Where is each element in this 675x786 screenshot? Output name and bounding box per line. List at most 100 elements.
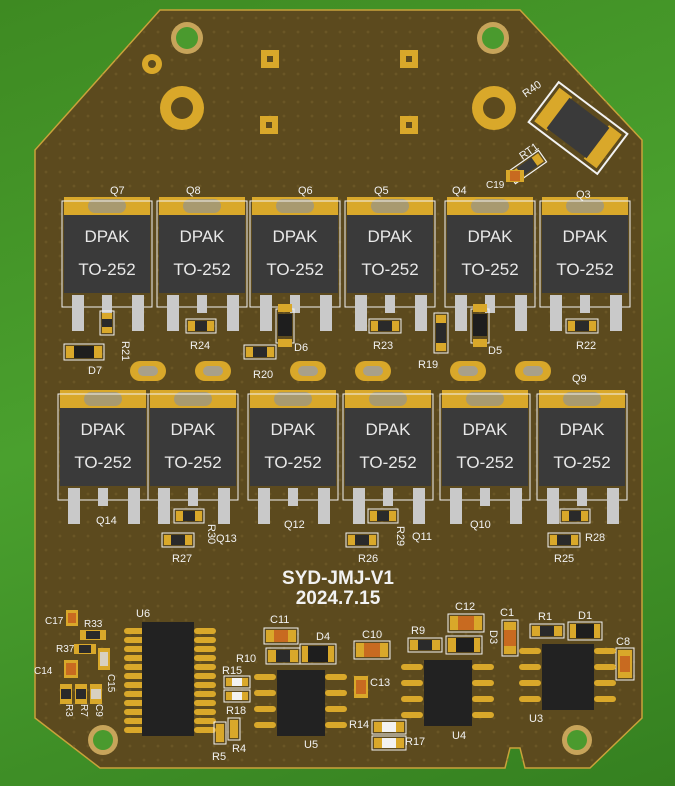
label-q5: Q5 xyxy=(374,185,389,197)
r9-resistor xyxy=(407,637,443,653)
mosfet-package-label: DPAK xyxy=(562,227,608,246)
label-r33: R33 xyxy=(84,619,103,630)
mounting-hole-bottom-right xyxy=(562,725,592,755)
label-r4: R4 xyxy=(232,743,246,755)
label-c1: C1 xyxy=(500,607,514,619)
mosfet-package-label: DPAK xyxy=(84,227,130,246)
mosfet-case-label: TO-252 xyxy=(74,453,131,472)
mosfet-case-label: TO-252 xyxy=(553,453,610,472)
board-date: 2024.7.15 xyxy=(296,588,381,609)
label-u3: U3 xyxy=(529,713,543,725)
label-q10: Q10 xyxy=(470,519,491,531)
label-r17: R17 xyxy=(405,736,425,748)
r27-resistor xyxy=(161,532,195,548)
label-r21: R21 xyxy=(119,341,131,361)
r26-resistor xyxy=(345,532,379,548)
c17-capacitor xyxy=(66,610,78,626)
label-r27: R27 xyxy=(172,553,192,565)
mosfet-q4: DPAK TO-252 xyxy=(444,197,536,331)
label-u5: U5 xyxy=(304,739,318,751)
label-q8: Q8 xyxy=(186,185,201,197)
label-q9: Q9 xyxy=(572,373,587,385)
mosfet-package-label: DPAK xyxy=(467,227,513,246)
r40-shunt-resistor xyxy=(527,80,629,176)
c19-capacitor xyxy=(506,170,524,182)
r20-resistor xyxy=(243,344,277,360)
d4-diode xyxy=(299,643,337,665)
c9-capacitor xyxy=(90,684,102,704)
mosfet-package-label: DPAK xyxy=(559,420,605,439)
mosfet-package-label: DPAK xyxy=(272,227,318,246)
r10-resistor xyxy=(265,647,301,665)
mosfet-case-label: TO-252 xyxy=(164,453,221,472)
label-q14: Q14 xyxy=(96,515,117,527)
label-c19: C19 xyxy=(486,180,505,191)
r29-resistor xyxy=(367,508,399,524)
label-d5: D5 xyxy=(488,345,502,357)
mounting-hole-top-right xyxy=(477,22,509,54)
r1-resistor xyxy=(529,623,565,639)
label-c13: C13 xyxy=(370,677,390,689)
power-pad-right xyxy=(472,86,516,130)
label-r7: R7 xyxy=(78,704,89,717)
label-r26: R26 xyxy=(358,553,378,565)
mosfet-package-label: DPAK xyxy=(179,227,225,246)
c15-capacitor xyxy=(98,648,110,670)
d1-diode xyxy=(567,621,603,641)
power-pad-left xyxy=(160,86,204,130)
label-r9: R9 xyxy=(411,625,425,637)
u6-ic xyxy=(124,622,216,736)
label-c9: C9 xyxy=(93,704,104,717)
c1-capacitor xyxy=(501,619,519,657)
label-r22: R22 xyxy=(576,340,596,352)
label-q7: Q7 xyxy=(110,185,125,197)
mosfet-q9: DPAK TO-252 xyxy=(536,390,628,524)
r5-resistor xyxy=(213,721,227,745)
mosfet-case-label: TO-252 xyxy=(264,453,321,472)
label-c8: C8 xyxy=(616,636,630,648)
label-r5: R5 xyxy=(212,751,226,763)
label-d1: D1 xyxy=(578,610,592,622)
r22-resistor xyxy=(565,318,599,334)
label-q3: Q3 xyxy=(576,189,591,201)
label-r19: R19 xyxy=(418,359,438,371)
u4-ic xyxy=(401,660,494,726)
label-r37: R37 xyxy=(56,644,75,655)
r3-resistor xyxy=(60,684,72,704)
mosfet-case-label: TO-252 xyxy=(173,260,230,279)
r33-resistor xyxy=(80,630,106,640)
r30-resistor xyxy=(173,508,205,524)
r18-resistor xyxy=(223,689,251,703)
label-u4: U4 xyxy=(452,730,466,742)
d5-diode xyxy=(470,304,490,347)
label-d3: D3 xyxy=(487,630,499,644)
label-d4: D4 xyxy=(316,631,330,643)
mounting-hole-bottom-left xyxy=(88,725,118,755)
label-q11: Q11 xyxy=(412,531,432,543)
mosfet-package-label: DPAK xyxy=(170,420,216,439)
mounting-hole-top-left xyxy=(171,22,203,54)
r28-resistor xyxy=(559,508,591,524)
c12-capacitor xyxy=(447,613,485,633)
r23-resistor xyxy=(368,318,402,334)
label-r23: R23 xyxy=(373,340,393,352)
label-q6: Q6 xyxy=(298,185,313,197)
mosfet-q13: DPAK TO-252 xyxy=(147,390,239,524)
mosfet-case-label: TO-252 xyxy=(461,260,518,279)
label-q4: Q4 xyxy=(452,185,467,197)
mosfet-package-label: DPAK xyxy=(80,420,126,439)
label-r28: R28 xyxy=(585,532,605,544)
label-r30: R30 xyxy=(205,524,217,544)
r25-resistor xyxy=(547,532,581,548)
d7-diode xyxy=(63,343,105,361)
mosfet-package-label: DPAK xyxy=(365,420,411,439)
label-u6: U6 xyxy=(136,608,150,620)
mosfet-case-label: TO-252 xyxy=(361,260,418,279)
c10-capacitor xyxy=(353,640,391,660)
label-q13: Q13 xyxy=(216,533,237,545)
